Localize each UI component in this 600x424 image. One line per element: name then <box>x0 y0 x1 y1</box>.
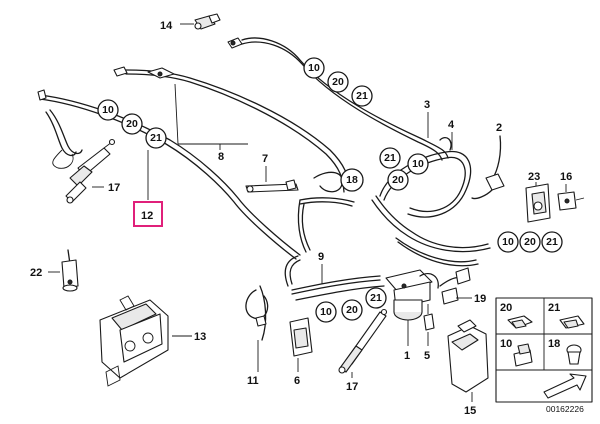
svg-text:20: 20 <box>332 76 344 88</box>
svg-text:20: 20 <box>126 118 138 130</box>
part-13-control-unit <box>99 295 169 387</box>
svg-text:20: 20 <box>392 174 404 186</box>
label-23: 23 <box>528 171 540 183</box>
legend-label-21: 21 <box>548 302 560 314</box>
label-7: 7 <box>262 153 268 165</box>
label-11: 11 <box>247 375 259 387</box>
label-1: 1 <box>404 350 410 362</box>
highlight-box-12 <box>133 201 163 227</box>
label-17-bottom: 17 <box>346 381 358 393</box>
part-14-connector <box>180 13 221 30</box>
part-17-bottom-strut <box>338 308 388 374</box>
label-19: 19 <box>474 293 486 305</box>
part-9-hoses <box>284 255 385 301</box>
callout-group-right: 10 20 21 <box>497 231 563 253</box>
part-6-bracket <box>289 317 313 357</box>
part-1-pump <box>385 269 439 321</box>
svg-text:21: 21 <box>370 292 382 304</box>
clip-top-8 <box>147 67 175 79</box>
label-2: 2 <box>496 122 502 134</box>
label-15: 15 <box>464 405 476 417</box>
svg-text:10: 10 <box>320 306 332 318</box>
hose-top-3 <box>227 37 449 161</box>
legend-label-10: 10 <box>500 338 512 350</box>
part-7-tube <box>245 179 299 193</box>
svg-text:21: 21 <box>150 132 162 144</box>
label-3: 3 <box>424 99 430 111</box>
leaders-8 <box>174 83 248 150</box>
part-15-reservoir <box>447 319 489 393</box>
part-16-sensor <box>557 191 585 211</box>
label-5: 5 <box>424 350 430 362</box>
svg-text:20: 20 <box>346 304 358 316</box>
callout-group-left: 10 20 21 <box>97 99 167 149</box>
part-23-bracket <box>525 183 551 223</box>
legend-clip-20-icon <box>507 315 533 329</box>
label-22: 22 <box>30 267 42 279</box>
part-2-connector <box>471 135 505 200</box>
legend-label-20: 20 <box>500 302 512 314</box>
label-8: 8 <box>218 151 224 163</box>
svg-text:20: 20 <box>524 236 536 248</box>
part-17-left-pump <box>65 138 116 204</box>
legend-clip-10-icon <box>513 343 533 367</box>
label-12: 12 <box>141 210 153 222</box>
callout-18 <box>340 168 364 192</box>
callout-group-bottom: 10 20 21 <box>315 287 387 323</box>
svg-text:10: 10 <box>502 236 514 248</box>
svg-text:10: 10 <box>412 158 424 170</box>
svg-text:10: 10 <box>102 104 114 116</box>
part-22-nozzle <box>61 249 79 292</box>
diagram-reference: 00162226 <box>546 404 584 414</box>
callout-18-text: 18 <box>346 174 358 186</box>
hose-left-loop <box>45 109 83 169</box>
label-14: 14 <box>160 20 173 32</box>
svg-text:10: 10 <box>308 62 320 74</box>
part-19-connector <box>439 267 471 305</box>
svg-text:21: 21 <box>546 236 558 248</box>
legend-plug-18-icon <box>566 344 582 365</box>
label-16: 16 <box>560 171 572 183</box>
label-9: 9 <box>318 251 324 263</box>
svg-text:21: 21 <box>356 90 368 102</box>
label-6: 6 <box>294 375 300 387</box>
svg-text:21: 21 <box>384 152 396 164</box>
callout-group-mid: 21 10 20 <box>379 147 429 191</box>
label-17-left: 17 <box>108 182 120 194</box>
legend-clip-21-icon <box>559 315 585 329</box>
direction-arrow-icon <box>543 373 587 399</box>
label-4: 4 <box>448 119 455 131</box>
label-13: 13 <box>194 331 206 343</box>
legend-label-18: 18 <box>548 338 560 350</box>
part-5-connector <box>423 304 435 331</box>
callout-group-top: 10 20 21 <box>303 57 373 107</box>
part-11-hose <box>245 285 269 341</box>
